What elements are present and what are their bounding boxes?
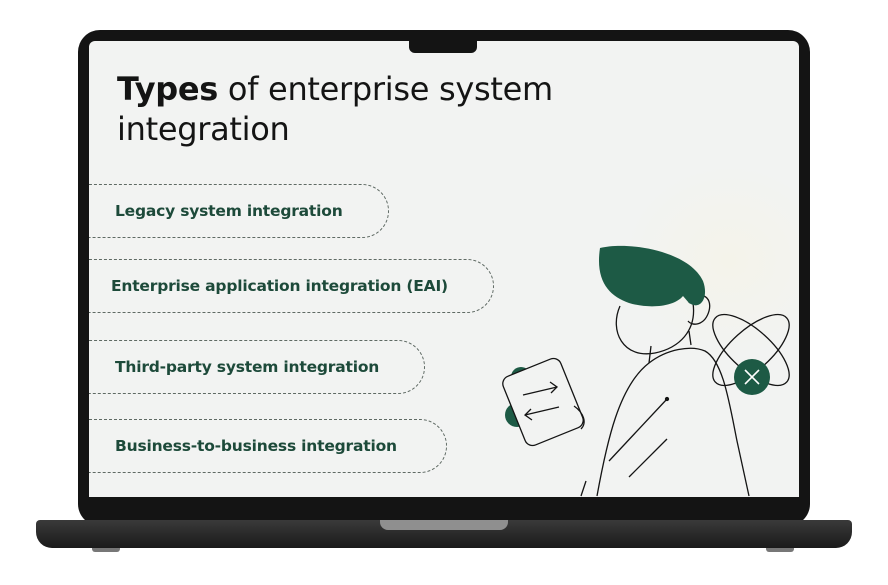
trackpad-notch [380,520,508,530]
laptop-screen: Types of enterprise system integration L… [89,41,799,497]
tablet-icon [502,357,584,447]
laptop-foot [92,548,120,552]
title-bold: Types [117,70,219,108]
person-illustration [502,245,790,497]
camera-notch [409,39,477,53]
list-item-label: Enterprise application integration (EAI) [111,277,448,295]
title-rest: of enterprise system integration [117,70,553,148]
list-item-label: Business-to-business integration [115,437,397,455]
hair [598,245,706,307]
slide-title: Types of enterprise system integration [117,69,637,149]
list-item-label: Legacy system integration [115,202,343,220]
list-item-legacy: Legacy system integration [89,184,389,238]
list-item-label: Third-party system integration [115,358,380,376]
list-item-eai: Enterprise application integration (EAI) [89,259,494,313]
laptop-foot [766,548,794,552]
list-item-third-party: Third-party system integration [89,340,425,394]
exchange-arrows-icon [522,381,560,421]
close-icon [734,359,770,395]
list-item-b2b: Business-to-business integration [89,419,447,473]
